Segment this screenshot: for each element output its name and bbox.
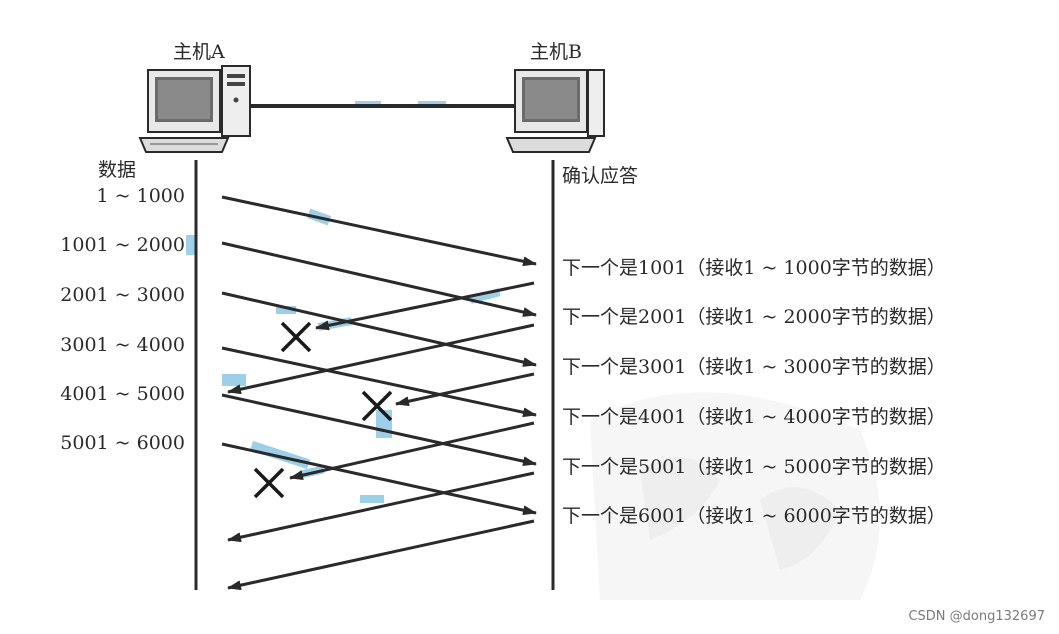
data-arrow — [221, 241, 537, 317]
data-arrow — [221, 195, 537, 267]
ack-arrow-lost — [395, 372, 535, 407]
ack-arrow — [227, 471, 535, 543]
ack-label: 下一个是2001（接收1 ~ 2000字节的数据） — [562, 306, 946, 328]
data-header: 数据 — [98, 159, 136, 181]
ack-label: 下一个是4001（接收1 ~ 4000字节的数据） — [562, 406, 946, 428]
background-seal — [590, 392, 880, 600]
host-a-computer-icon — [138, 65, 251, 153]
segment-label: 2001 ~ 3000 — [60, 284, 185, 306]
segment-label: 1001 ~ 2000 — [60, 234, 185, 256]
ack-header: 确认应答 — [562, 165, 638, 187]
ack-label: 下一个是3001（接收1 ~ 3000字节的数据） — [562, 356, 946, 378]
ack-label: 下一个是6001（接收1 ~ 6000字节的数据） — [562, 505, 946, 527]
data-arrow — [221, 393, 537, 467]
loss-x-icon — [361, 390, 393, 422]
host-a-label: 主机A — [173, 41, 225, 63]
host-b-label: 主机B — [530, 41, 582, 63]
host-b-computer-icon — [505, 69, 605, 153]
segment-labels: 1 ~ 1000 1001 ~ 2000 2001 ~ 3000 3001 ~ … — [60, 185, 185, 454]
data-arrow — [221, 346, 537, 418]
ack-arrows — [227, 281, 535, 591]
watermark-text: CSDN @dong132697 — [908, 609, 1045, 624]
ack-label: 下一个是5001（接收1 ~ 5000字节的数据） — [562, 456, 946, 478]
ack-arrow-lost — [289, 421, 535, 481]
data-arrow — [221, 291, 537, 367]
ack-arrow — [227, 323, 535, 395]
segment-label: 1 ~ 1000 — [97, 185, 185, 207]
loss-markers — [253, 321, 393, 499]
segment-label: 5001 ~ 6000 — [60, 432, 185, 454]
data-arrows — [221, 195, 537, 516]
ack-arrow-lost — [315, 281, 535, 331]
ack-arrow — [227, 519, 535, 591]
segment-label: 4001 ~ 5000 — [60, 383, 185, 405]
segment-label: 3001 ~ 4000 — [60, 334, 185, 356]
loss-x-icon — [253, 467, 285, 499]
data-arrow — [221, 442, 537, 516]
ack-labels: 下一个是1001（接收1 ~ 1000字节的数据） 下一个是2001（接收1 ~… — [562, 257, 946, 527]
loss-x-icon — [280, 321, 312, 353]
ack-label: 下一个是1001（接收1 ~ 1000字节的数据） — [562, 257, 946, 279]
